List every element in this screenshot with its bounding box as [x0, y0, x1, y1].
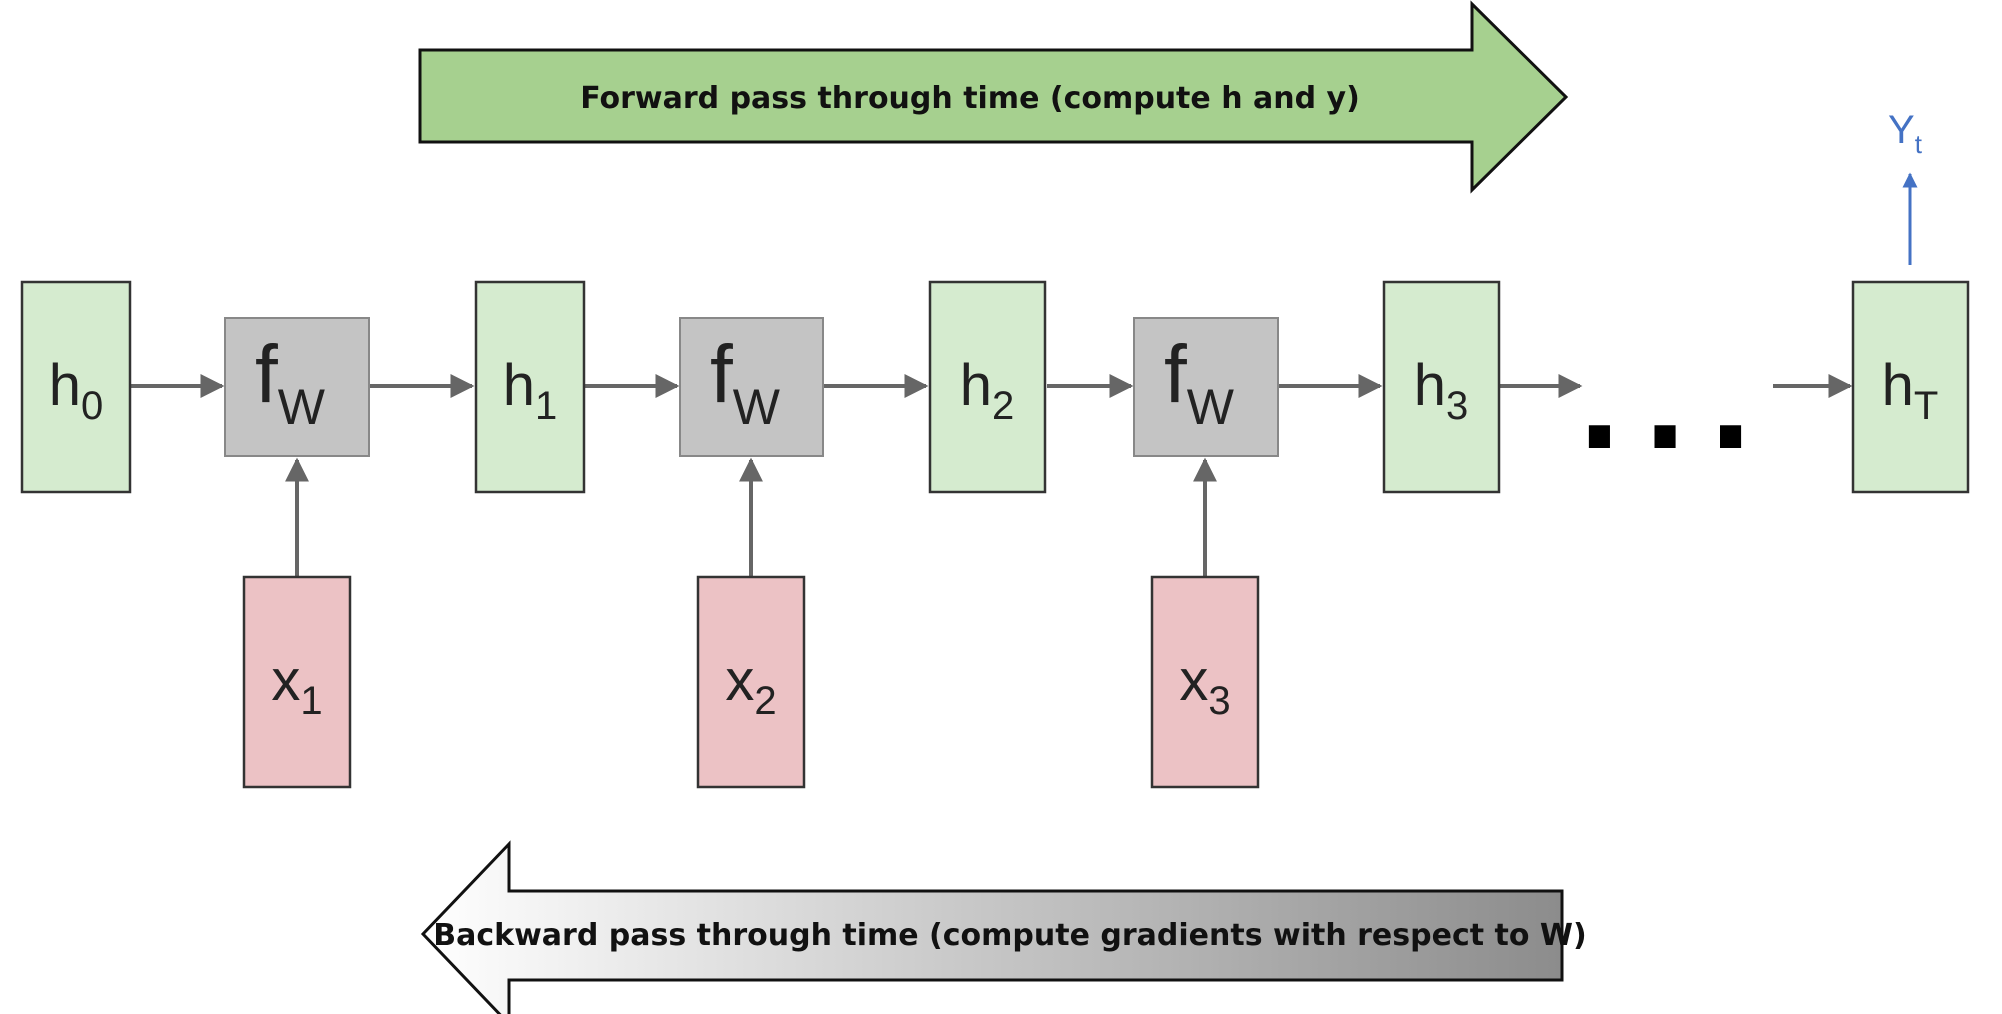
input-box — [1150, 575, 1260, 789]
forward-pass-label: Forward pass through time (compute h and… — [580, 81, 1360, 116]
hidden-state-box — [928, 280, 1047, 494]
function-label: fW — [255, 329, 326, 435]
backward-pass-arrow-shape — [420, 840, 1564, 1014]
function-box — [224, 317, 370, 457]
function-base: f — [1164, 329, 1187, 420]
hidden-state-h1: h1 — [474, 280, 586, 494]
input-label: x2 — [725, 648, 776, 723]
hidden-state-h0: h0 — [20, 280, 132, 494]
ellipsis: ... — [1577, 338, 1774, 477]
hidden-state-sub: 2 — [992, 384, 1014, 428]
hidden-state-label: hT — [1882, 353, 1939, 428]
hidden-state-label: h1 — [503, 353, 558, 428]
hidden-state-box — [20, 280, 132, 494]
output-label: Yt — [1888, 108, 1923, 159]
hidden-state-hT: hT — [1851, 280, 1970, 494]
input-label: x1 — [271, 648, 322, 723]
function-box — [1133, 317, 1279, 457]
connectors — [130, 374, 1853, 577]
forward-pass-arrow-shape — [418, 0, 1569, 194]
hidden-state-label: h3 — [1414, 353, 1469, 428]
function-sub: W — [278, 379, 326, 435]
function-nodes: fW fW fW — [224, 317, 1279, 457]
function-base: f — [255, 329, 278, 420]
hidden-state-box — [1382, 280, 1501, 494]
input-box — [696, 575, 806, 789]
output-label-base: Y — [1888, 108, 1915, 152]
hidden-state-sub: T — [1914, 384, 1938, 428]
input-box — [242, 575, 352, 789]
input-node-x2: x2 — [696, 575, 806, 789]
hidden-state-h2: h2 — [928, 280, 1047, 494]
input-sub: 2 — [754, 679, 776, 723]
function-label: fW — [710, 329, 781, 435]
input-label: x3 — [1179, 648, 1230, 723]
hidden-state-sub: 1 — [535, 384, 557, 428]
hidden-states: h0 h1 h2 h3 hT — [20, 280, 1970, 494]
hidden-state-label: h0 — [49, 353, 104, 428]
hidden-state-h3: h3 — [1382, 280, 1501, 494]
hidden-state-box — [1851, 280, 1970, 494]
function-sub: W — [1187, 379, 1235, 435]
input-node-x1: x1 — [242, 575, 352, 789]
function-sub: W — [733, 379, 781, 435]
hidden-state-base: h — [1414, 353, 1446, 418]
output-y: Yt — [1888, 108, 1923, 265]
hidden-state-base: h — [503, 353, 535, 418]
function-label: fW — [1164, 329, 1235, 435]
input-base: x — [271, 648, 300, 713]
input-sub: 3 — [1208, 679, 1230, 723]
function-node-2: fW — [679, 317, 824, 457]
input-nodes: x1 x2 x3 — [242, 575, 1260, 789]
function-box — [679, 317, 824, 457]
hidden-state-box — [474, 280, 586, 494]
hidden-state-base: h — [1882, 353, 1914, 418]
backward-pass-label: Backward pass through time (compute grad… — [433, 918, 1586, 953]
input-base: x — [725, 648, 754, 713]
input-node-x3: x3 — [1150, 575, 1260, 789]
hidden-state-label: h2 — [960, 353, 1015, 428]
input-sub: 1 — [300, 679, 322, 723]
hidden-state-sub: 0 — [81, 384, 103, 428]
hidden-state-base: h — [960, 353, 992, 418]
forward-pass-arrow: Forward pass through time (compute h and… — [418, 0, 1569, 194]
output-label-sub: t — [1915, 129, 1923, 159]
backward-pass-arrow: Backward pass through time (compute grad… — [420, 840, 1587, 1014]
function-node-1: fW — [224, 317, 370, 457]
input-base: x — [1179, 648, 1208, 713]
function-node-3: fW — [1133, 317, 1279, 457]
hidden-state-base: h — [49, 353, 81, 418]
hidden-state-sub: 3 — [1446, 384, 1468, 428]
function-base: f — [710, 329, 733, 420]
